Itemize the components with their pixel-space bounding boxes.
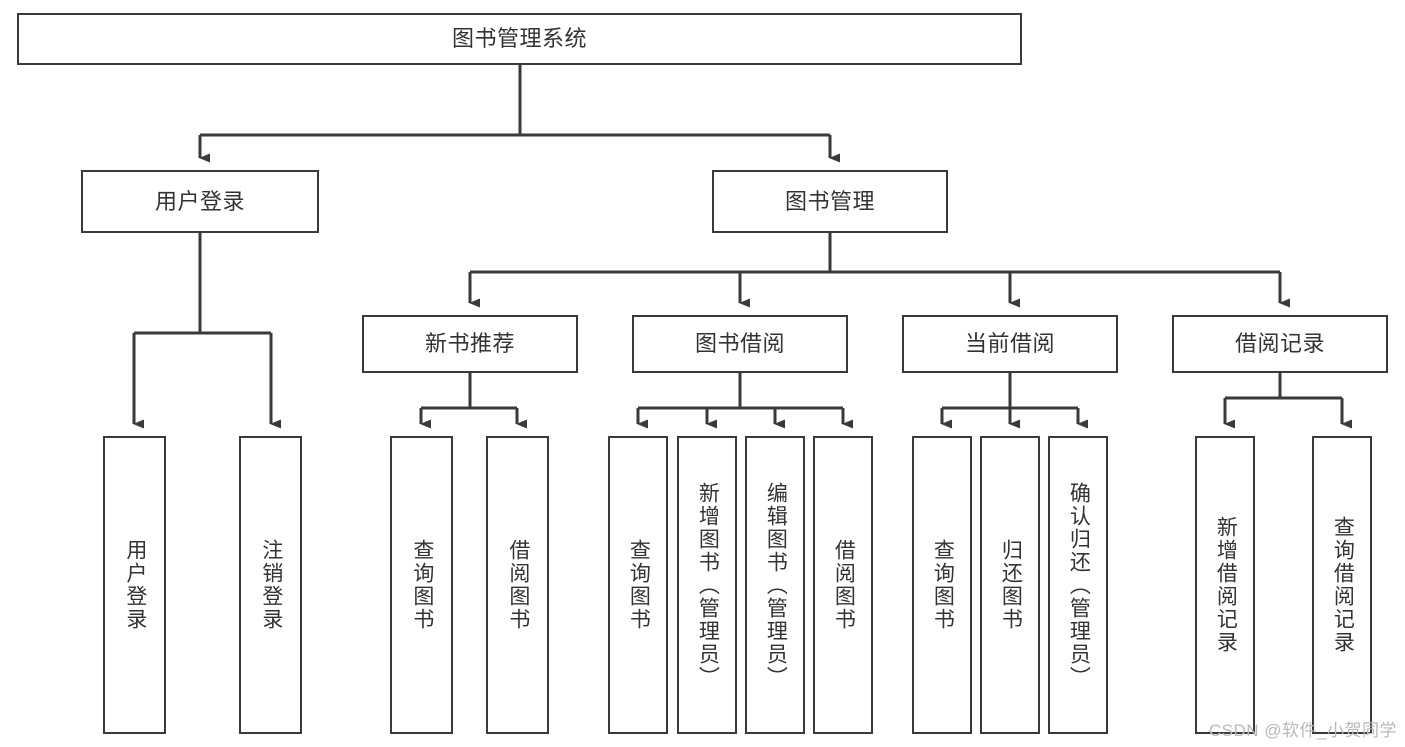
node-leaf-add-borrow-record-label: 新增借阅记录 [1214,516,1238,654]
node-leaf-user-login[interactable]: 用户登录 [103,436,166,734]
node-leaf-query-borrow-record[interactable]: 查询借阅记录 [1312,436,1372,734]
node-leaf-query-book-2-label: 查询图书 [627,539,651,631]
node-leaf-query-borrow-record-label: 查询借阅记录 [1331,516,1355,654]
node-new-book-recommend[interactable]: 新书推荐 [362,315,578,373]
node-leaf-confirm-return-admin-label: 确认归还（管理员） [1067,481,1091,689]
node-leaf-edit-book-admin-label: 编辑图书（管理员） [764,481,788,689]
node-book-manage[interactable]: 图书管理 [712,170,948,233]
node-leaf-user-logout-label: 注销登录 [259,539,283,631]
node-leaf-query-book-1[interactable]: 查询图书 [390,436,453,734]
node-leaf-query-book-3-label: 查询图书 [931,539,955,631]
node-leaf-add-borrow-record[interactable]: 新增借阅记录 [1195,436,1255,734]
node-leaf-user-login-label: 用户登录 [123,539,147,631]
node-borrow-record[interactable]: 借阅记录 [1172,315,1388,373]
node-leaf-edit-book-admin[interactable]: 编辑图书（管理员） [745,436,805,734]
node-leaf-confirm-return-admin[interactable]: 确认归还（管理员） [1048,436,1108,734]
node-leaf-add-book-admin-label: 新增图书（管理员） [696,481,720,689]
node-leaf-borrow-book-2[interactable]: 借阅图书 [813,436,873,734]
node-leaf-borrow-book-1-label: 借阅图书 [506,539,530,631]
node-user-login[interactable]: 用户登录 [81,170,319,233]
node-user-login-label: 用户登录 [154,188,245,214]
node-leaf-return-book[interactable]: 归还图书 [980,436,1040,734]
node-root-label: 图书管理系统 [451,26,587,52]
node-book-borrow-label: 图书借阅 [694,331,785,357]
node-new-book-recommend-label: 新书推荐 [424,331,515,357]
node-leaf-user-logout[interactable]: 注销登录 [239,436,302,734]
node-leaf-borrow-book-1[interactable]: 借阅图书 [486,436,549,734]
node-book-borrow[interactable]: 图书借阅 [632,315,848,373]
node-borrow-record-label: 借阅记录 [1234,331,1325,357]
node-leaf-add-book-admin[interactable]: 新增图书（管理员） [677,436,737,734]
node-current-borrow[interactable]: 当前借阅 [902,315,1118,373]
node-leaf-query-book-2[interactable]: 查询图书 [608,436,668,734]
node-leaf-borrow-book-2-label: 借阅图书 [832,539,856,631]
node-root[interactable]: 图书管理系统 [17,13,1022,65]
node-leaf-query-book-1-label: 查询图书 [410,539,434,631]
node-leaf-query-book-3[interactable]: 查询图书 [912,436,972,734]
node-book-manage-label: 图书管理 [784,188,875,214]
node-current-borrow-label: 当前借阅 [964,331,1055,357]
node-leaf-return-book-label: 归还图书 [999,539,1023,631]
